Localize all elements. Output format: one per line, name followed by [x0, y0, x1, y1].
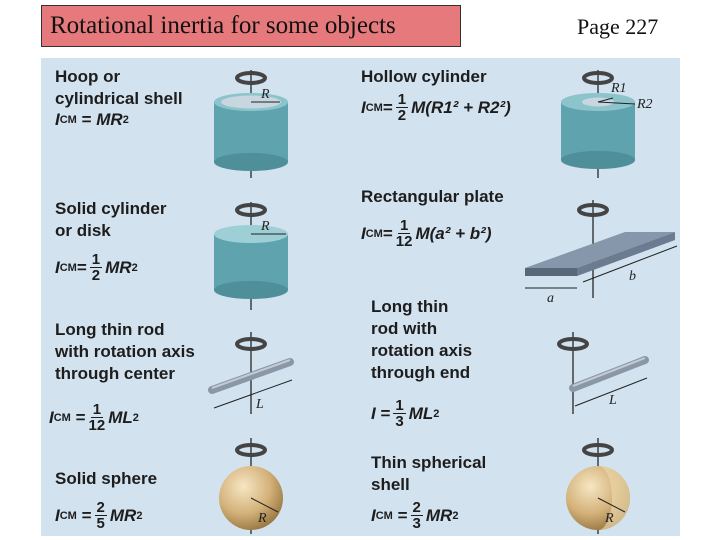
rectangular-plate-label: Rectangular plate — [361, 187, 504, 206]
slide-title: Rotational inertia for some objects — [41, 5, 461, 47]
rectangular-plate-illustration: a b — [525, 200, 678, 306]
hollow-cylinder-label: Hollow cylinder — [361, 67, 487, 86]
rod-end-illustration: L — [557, 332, 649, 414]
hoop-radius-label: R — [260, 87, 270, 102]
hoop-illustration: R — [214, 70, 288, 178]
rod-end-label: Long thin rod with rotation axis through… — [371, 297, 473, 382]
rod-center-length-label: L — [255, 397, 264, 412]
plate-width-label: a — [547, 291, 554, 306]
spherical-shell-label: Thin spherical shell — [371, 453, 487, 494]
solid-sphere-label: Solid sphere — [55, 469, 158, 488]
rod-center-illustration: L — [208, 332, 294, 414]
page-number: Page 227 — [577, 14, 659, 39]
shell-radius-label: R — [604, 511, 614, 526]
rod-center-label: Long thin rod with rotation axis through… — [55, 320, 195, 383]
sphere-radius-label: R — [257, 511, 267, 526]
solid-cylinder-label: Solid cylinder or disk — [55, 199, 167, 240]
rod-end-length-label: L — [608, 393, 617, 408]
plate-length-label: b — [629, 269, 636, 284]
hoop-label: Hoop or cylindrical shell — [55, 67, 183, 108]
solid-sphere-illustration: R — [219, 438, 283, 534]
disk-radius-label: R — [260, 219, 270, 234]
inner-radius-label: R1 — [610, 81, 627, 96]
outer-radius-label: R2 — [636, 97, 653, 112]
solid-cylinder-illustration: R — [214, 202, 288, 310]
hollow-cylinder-illustration: R1 R2 — [561, 70, 653, 178]
spherical-shell-illustration: R — [566, 438, 630, 534]
